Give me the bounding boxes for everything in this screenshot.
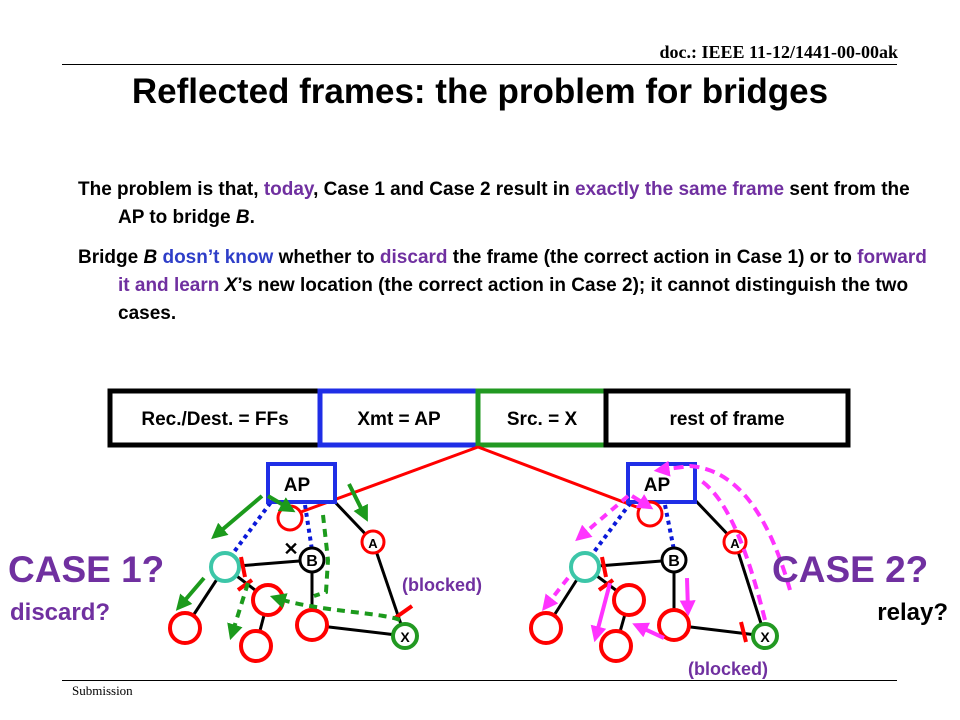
blocked-mark-6 <box>739 621 748 643</box>
station-x-1 <box>391 622 419 650</box>
p1-bridge-b: B <box>235 207 250 228</box>
magenta-dashed-up <box>698 478 767 621</box>
frame-rec-label: Rec./Dest. = FFs <box>141 409 288 430</box>
bridge-teal-2 <box>569 551 601 583</box>
footer-rule <box>62 680 897 681</box>
blocked-label-1: (blocked) <box>402 575 482 595</box>
p1-exactly-same-frame: exactly the same frame <box>574 179 785 200</box>
ap2-port <box>636 500 664 528</box>
leaf-bottom-1 <box>239 629 273 663</box>
magenta-arrow-port <box>630 494 654 510</box>
magenta-dashed-teal <box>575 494 630 542</box>
p2-discard: discard <box>379 247 448 268</box>
magenta-dashed-return <box>653 460 792 591</box>
link-a-x <box>371 541 407 637</box>
p1-text-3: sent from the AP to bridge <box>118 179 910 228</box>
p2-bridge-b: B <box>143 247 158 268</box>
case2-network: AP B A X <box>529 460 792 663</box>
p2-forward: forward it and learn <box>118 247 927 296</box>
magenta-arrow-b-down <box>679 577 696 617</box>
station-x-2-label: X <box>760 629 770 645</box>
blocked-mark-3 <box>393 604 414 620</box>
p1-text-4: . <box>249 207 255 228</box>
frame-rest-label: rest of frame <box>669 409 784 430</box>
blocked-mark-4 <box>600 556 608 578</box>
ap2-label: AP <box>644 475 671 496</box>
frame-bar: Rec./Dest. = FFs Xmt = AP Src. = X rest … <box>107 388 851 448</box>
station-x-2 <box>751 622 779 650</box>
ap1-port <box>276 504 304 532</box>
ap1-box <box>266 462 337 504</box>
blocked-mark-2 <box>236 578 254 592</box>
wireless-ap-teal <box>226 488 282 562</box>
case2-label: CASE 2? <box>772 549 928 590</box>
frame-xmt-label: Xmt = AP <box>357 409 441 430</box>
slide-title: Reflected frames: the problem for bridge… <box>131 72 829 111</box>
link-a-x-2 <box>733 541 767 637</box>
document-id: doc.: IEEE 11-12/1441-00-00ak <box>659 42 898 62</box>
wireless-ap-teal-2 <box>586 488 642 562</box>
bridge-mid-2 <box>612 583 646 617</box>
station-x-1-label: X <box>400 629 410 645</box>
blocked-mark-5 <box>597 578 615 592</box>
leaf-left-2 <box>529 611 563 645</box>
blocked-label-2: (blocked) <box>688 659 768 679</box>
bridge-a-1-label: A <box>368 536 378 551</box>
frame-to-ap2-line <box>477 445 651 514</box>
green-dashed-path-1 <box>313 514 331 598</box>
green-arrow-4 <box>175 576 206 611</box>
frame-field-src <box>475 388 609 448</box>
p1-text-2: , Case 1 and Case 2 result in <box>313 179 575 200</box>
case1-network: AP ✕ B A X <box>168 462 419 663</box>
footer-submission: Submission <box>72 683 133 698</box>
wireless-ap-b-2 <box>663 504 676 551</box>
frame-src-label: Src. = X <box>507 409 578 430</box>
paragraph-1: The problem is that, today, Case 1 and C… <box>78 176 938 232</box>
p1-text-1: The problem is that, <box>78 179 264 200</box>
green-arrow-2 <box>266 494 296 513</box>
magenta-arrow-mid-leaf <box>590 582 612 643</box>
header-rule <box>62 64 897 65</box>
p2-text-1: Bridge <box>78 247 144 268</box>
node-c-1 <box>295 608 329 642</box>
discard-label: discard? <box>10 599 110 626</box>
p2-text-3: the frame (the correct action in Case 1)… <box>447 247 858 268</box>
node-c-2 <box>657 608 691 642</box>
p2-dosnt-know: dosn’t know <box>162 247 274 268</box>
green-arrow-3 <box>347 483 368 522</box>
bridge-a-2-label: A <box>730 536 740 551</box>
frame-field-rec-dest <box>107 388 323 448</box>
p2-x: X <box>224 275 238 296</box>
bridge-mid-1 <box>251 583 285 617</box>
green-dashed-path-3 <box>227 582 250 641</box>
bridge-b-1 <box>298 546 326 574</box>
bridge-a-1 <box>360 529 386 555</box>
bridge-teal-1 <box>209 551 241 583</box>
p1-today: today <box>263 179 314 200</box>
case1-label: CASE 1? <box>8 549 164 590</box>
relay-label: relay? <box>877 599 948 626</box>
paragraph-2: Bridge B dosn’t know whether to discard … <box>78 244 938 328</box>
p2-text-4: (the correct action in Case 2); it canno… <box>118 275 909 324</box>
frame-to-ap1-line <box>289 445 479 518</box>
green-dashed-path-2 <box>269 593 401 622</box>
p2-text-2: whether to <box>273 247 380 268</box>
leaf-bottom-2 <box>599 629 633 663</box>
bridge-b-2 <box>660 546 688 574</box>
ap1-label: AP <box>284 475 311 496</box>
bridge-b-1-label: B <box>306 553 318 570</box>
frame-field-rest <box>603 388 851 448</box>
leaf-left-1 <box>168 611 202 645</box>
magenta-arrow-c-mid <box>632 622 665 640</box>
magenta-dashed-leaf <box>542 576 570 612</box>
wireless-ap-b <box>303 504 314 551</box>
bridge-b-2-label: B <box>668 553 680 570</box>
green-arrow-1 <box>211 494 264 540</box>
p2-new-location: ’s new location <box>237 275 373 296</box>
drop-mark-b1: ✕ <box>283 539 298 559</box>
blocked-mark-1 <box>239 556 247 578</box>
